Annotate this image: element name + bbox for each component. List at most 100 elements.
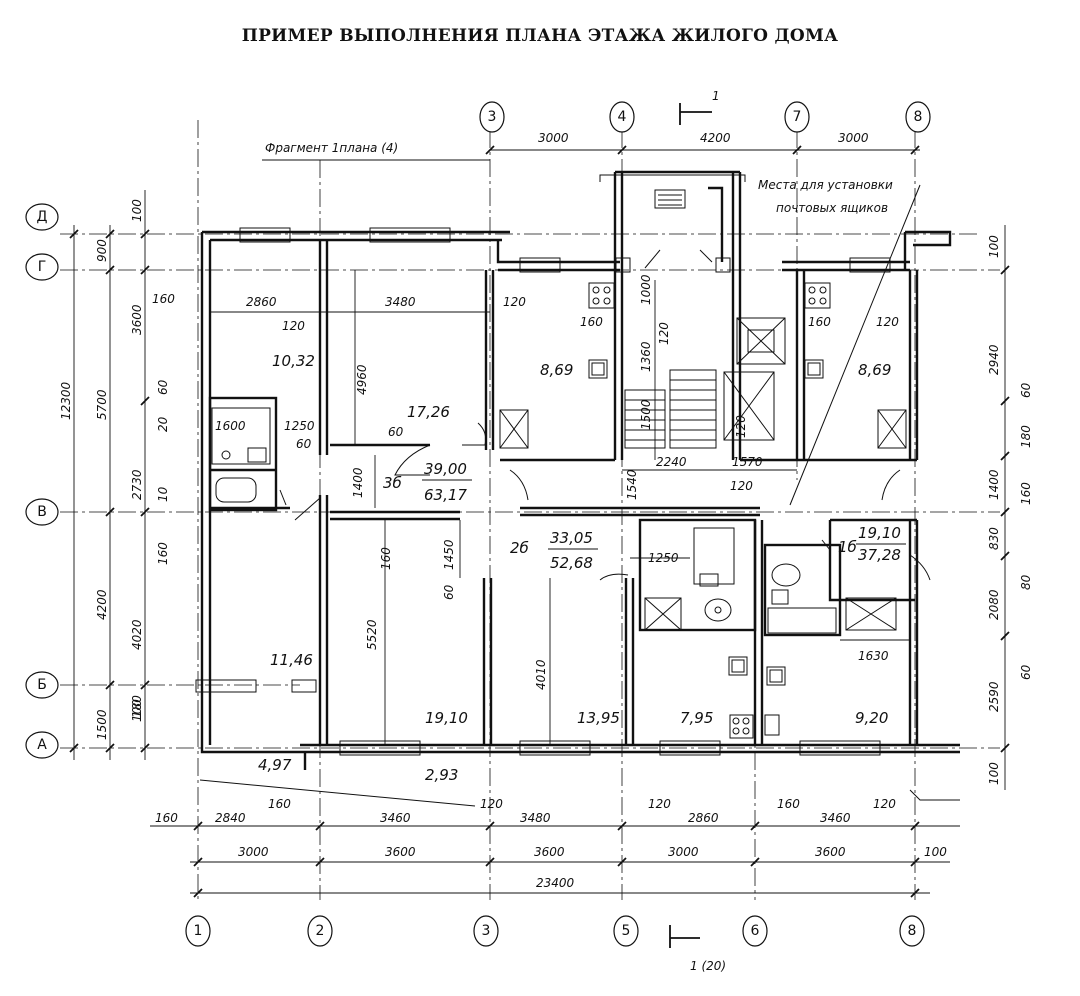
svg-text:100: 100 [987, 762, 1001, 785]
svg-text:120: 120 [503, 295, 526, 309]
window-top-2 [369, 227, 451, 243]
toilet-left [215, 477, 257, 503]
svg-text:2860: 2860 [246, 295, 277, 309]
svg-text:60: 60 [156, 379, 170, 395]
svg-text:3600: 3600 [130, 304, 144, 335]
door-swing-7 [294, 497, 321, 521]
door-swing-5 [599, 573, 629, 581]
door-swing-8 [279, 489, 287, 506]
svg-text:10: 10 [156, 486, 170, 502]
door-swing-2 [462, 422, 487, 446]
axis-bubble-left-G[interactable]: Г [25, 253, 59, 281]
mailbox-bracket [599, 174, 746, 182]
svg-text:60: 60 [1019, 382, 1033, 398]
door-swing-3 [509, 469, 529, 501]
axis-bubble-left-D[interactable]: Д [25, 203, 59, 231]
svg-text:5: 5 [622, 923, 631, 939]
svg-text:1400: 1400 [351, 467, 365, 498]
svg-text:160: 160 [155, 811, 178, 825]
dim-top-3000-b: 3000 [838, 131, 869, 145]
svg-text:160: 160 [268, 797, 291, 811]
left-dims: 12300 900 5700 4200 1500 100 3600 2730 4… [59, 199, 175, 740]
bathroom-block-right [763, 543, 842, 637]
vent-shaft-left [499, 409, 529, 449]
bathroom-block-left [208, 396, 278, 512]
svg-text:5520: 5520 [365, 619, 379, 650]
section-mark-bottom: 1 (20) [669, 925, 726, 973]
svg-text:120: 120 [876, 315, 899, 329]
sink-right [771, 563, 801, 587]
vent-shaft-middle [644, 597, 682, 631]
doors [279, 249, 931, 581]
right-dims: 100 2940 60 180 1400 160 830 80 2080 60 … [987, 235, 1033, 785]
interior-dims: 2860 3480 120 120 10,32 4960 1250 1600 6… [215, 274, 899, 690]
svg-text:160: 160 [379, 547, 393, 570]
window-bottom-2 [519, 740, 591, 756]
wall-top-right [782, 260, 910, 272]
column-right [715, 257, 731, 273]
svg-text:1540: 1540 [625, 469, 639, 500]
axis-bubble-top-3[interactable]: 3 [479, 101, 505, 133]
corridor-wall-right [520, 506, 917, 522]
svg-text:2860: 2860 [688, 811, 719, 825]
svg-text:2240: 2240 [656, 455, 687, 469]
axis-bubble-left-B[interactable]: Б [25, 671, 59, 699]
vent-shaft-right [877, 409, 907, 449]
wall-stair-right [615, 170, 742, 460]
axis-bubble-top-7[interactable]: 7 [784, 101, 810, 133]
axis-bubble-bottom-5[interactable]: 5 [613, 915, 639, 947]
svg-text:180: 180 [130, 695, 144, 718]
room-area-kitchen-right: 8,69 [858, 361, 891, 379]
dim-top-3000-a: 3000 [538, 131, 569, 145]
axis-bubble-bottom-8[interactable]: 8 [899, 915, 925, 947]
leader-4-97 [199, 779, 476, 807]
wall-right-lower [908, 520, 919, 745]
svg-text:1000: 1000 [639, 274, 653, 305]
corridor-wall-top [330, 443, 917, 462]
svg-text:100: 100 [130, 699, 144, 722]
axis-bubble-top-8[interactable]: 8 [905, 101, 931, 133]
vent-shaft-right-lower [845, 597, 897, 631]
svg-text:39,00: 39,00 [424, 460, 467, 478]
window-left-2 [291, 679, 317, 693]
svg-text:20: 20 [156, 416, 170, 432]
svg-text:2080: 2080 [987, 589, 1001, 620]
window-left-1 [195, 679, 257, 693]
svg-text:100: 100 [924, 845, 947, 859]
svg-text:1570: 1570 [732, 455, 763, 469]
wall-right-upper [908, 270, 919, 460]
svg-text:1630: 1630 [858, 649, 889, 663]
svg-text:60: 60 [1019, 664, 1033, 680]
kitchen-sink-left [588, 359, 608, 379]
axis-bubble-bottom-2[interactable]: 2 [307, 915, 333, 947]
svg-text:2590: 2590 [987, 681, 1001, 712]
svg-text:33,05: 33,05 [550, 529, 593, 547]
svg-text:1400: 1400 [987, 469, 1001, 500]
room-area-19-10: 19,10 [425, 709, 468, 727]
fixtures [211, 186, 907, 739]
fragment-label: Фрагмент 1плана (4) [265, 141, 398, 155]
axis-bubble-bottom-3[interactable]: 3 [473, 915, 499, 947]
svg-text:8: 8 [908, 923, 917, 939]
axis-bubbles[interactable]: 3 4 7 8 1 2 3 5 [25, 101, 931, 947]
apartment-1b: 1б 19,10 37,28 [838, 524, 906, 564]
axis-bubble-top-4[interactable]: 4 [609, 101, 635, 133]
svg-text:120: 120 [480, 797, 503, 811]
partition-axis2-upper [318, 240, 329, 455]
svg-text:В: В [37, 504, 47, 520]
svg-text:3600: 3600 [815, 845, 846, 859]
svg-text:7: 7 [793, 109, 802, 125]
axis-bubble-bottom-6[interactable]: 6 [742, 915, 768, 947]
window-bottom-4 [799, 740, 881, 756]
svg-text:60: 60 [388, 425, 404, 439]
window-top-4 [849, 257, 891, 273]
axis-bubble-left-A[interactable]: А [25, 731, 59, 759]
axis-bubble-bottom-1[interactable]: 1 [185, 915, 211, 947]
axis-bubble-left-V[interactable]: В [25, 498, 59, 526]
apartment-3b: 3б 39,00 63,17 [383, 460, 472, 504]
wall-bottom [300, 743, 960, 770]
svg-text:3000: 3000 [238, 845, 269, 859]
bathroom-block-middle [638, 518, 757, 632]
svg-text:Г: Г [38, 259, 47, 275]
